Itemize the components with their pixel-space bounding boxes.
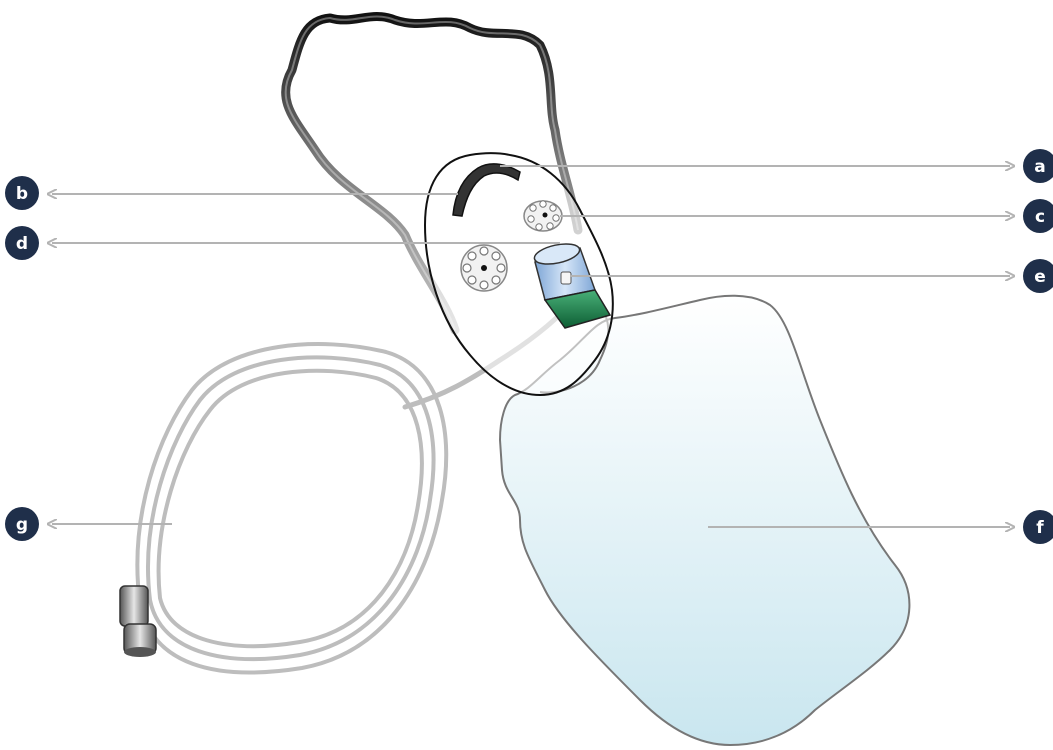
label-badge-f: f <box>1023 510 1053 544</box>
label-badge-d: d <box>5 226 39 260</box>
label-g: g <box>16 515 28 535</box>
label-d: d <box>16 234 28 254</box>
label-e: e <box>1034 267 1046 287</box>
label-badge-a: a <box>1023 149 1053 183</box>
label-a: a <box>1034 157 1045 177</box>
label-badge-g: g <box>5 507 39 541</box>
exhalation-port-right-icon <box>524 201 562 231</box>
label-b: b <box>16 184 28 204</box>
exhalation-port-left-icon <box>461 245 507 291</box>
label-badge-b: b <box>5 176 39 210</box>
label-c: c <box>1035 207 1045 227</box>
label-badge-e: e <box>1023 259 1053 293</box>
label-f: f <box>1036 518 1044 538</box>
label-badge-c: c <box>1023 199 1053 233</box>
